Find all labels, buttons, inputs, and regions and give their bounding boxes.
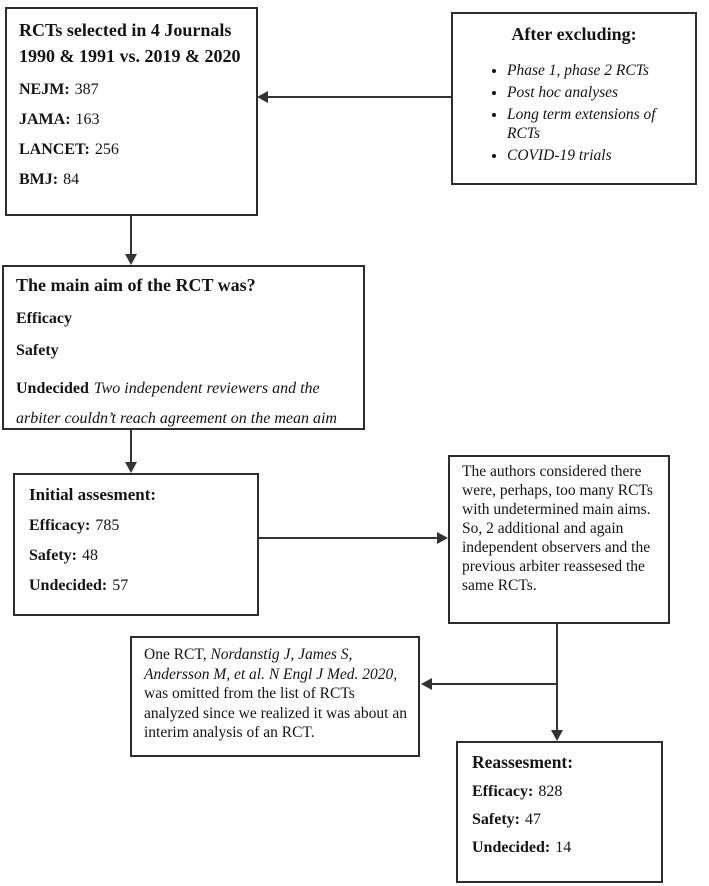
journals-title: RCTs selected in 4 Journals 1990 & 1991 … (19, 17, 244, 69)
reassesment-stat-efficacy: Efficacy:828 (472, 783, 647, 801)
stat-label: Efficacy: (29, 517, 91, 534)
arrow-journals-to-mainaim-head-icon (125, 254, 137, 265)
journal-stat-nejm: NEJM:387 (19, 81, 244, 99)
stat-value: 14 (555, 839, 572, 856)
arrow-authors-to-reassesment-line (556, 624, 558, 731)
arrow-mainaim-to-initial-head-icon (125, 462, 137, 473)
arrow-branch-to-omitted-line (432, 683, 558, 685)
reassesment-stat-safety: Safety:47 (472, 811, 647, 829)
omitted-rct-text: One RCT, Nordanstig J, James S, Andersso… (144, 645, 408, 743)
initial-stat-efficacy: Efficacy:785 (29, 517, 243, 535)
main-aim-box: The main aim of the RCT was? Efficacy Sa… (2, 265, 365, 430)
exclusion-item: Long term extensions of RCTs (507, 105, 685, 143)
reassesment-title: Reassesment: (472, 752, 574, 772)
stat-label: Safety: (472, 811, 520, 828)
stat-label: Efficacy: (472, 783, 534, 800)
stat-value: 48 (81, 547, 98, 564)
exclusion-item: Phase 1, phase 2 RCTs (507, 61, 685, 80)
main-aim-option-efficacy: Efficacy (16, 310, 72, 327)
stat-value: 47 (524, 811, 541, 828)
after-excluding-box: After excluding: Phase 1, phase 2 RCTs P… (451, 12, 697, 185)
journals-title-line1: RCTs selected in 4 Journals (19, 20, 232, 40)
undecided-note: Two independent reviewers and the arbite… (16, 380, 337, 427)
authors-note-line2: So, 2 additional and again independent o… (462, 520, 651, 594)
stat-value: 828 (538, 783, 563, 800)
arrow-excluding-to-journals-line (266, 96, 451, 98)
stat-value: 785 (95, 517, 120, 534)
journal-stat-bmj: BMJ:84 (19, 171, 244, 189)
exclusion-item: COVID-19 trials (507, 146, 685, 165)
omitted-prefix: One RCT, (144, 646, 211, 663)
journal-value: 256 (94, 141, 119, 159)
journal-label: BMJ: (19, 171, 59, 189)
initial-stat-undecided: Undecided:57 (29, 577, 243, 595)
reassesment-stat-undecided: Undecided:14 (472, 839, 647, 857)
stat-label: Undecided: (472, 839, 551, 856)
arrow-initial-to-authors-line (259, 537, 438, 539)
journal-stat-jama: JAMA:163 (19, 111, 244, 129)
omitted-suffix: was omitted from the list of RCTs analyz… (144, 685, 407, 741)
exclusion-item: Post hoc analyses (507, 83, 685, 102)
arrow-initial-to-authors-head-icon (437, 532, 448, 544)
arrow-authors-to-reassesment-head-icon (551, 730, 563, 741)
main-aim-title: The main aim of the RCT was? (16, 275, 256, 295)
after-excluding-title: After excluding: (511, 24, 637, 44)
journal-label: JAMA: (19, 111, 71, 129)
undecided-label: Undecided (16, 380, 89, 397)
arrow-journals-to-mainaim-line (130, 216, 132, 255)
exclusion-list: Phase 1, phase 2 RCTs Post hoc analyses … (463, 61, 685, 165)
journal-value: 163 (75, 111, 100, 129)
arrow-branch-to-omitted-head-icon (421, 678, 432, 690)
stat-value: 57 (112, 577, 129, 594)
journals-title-line2: 1990 & 1991 vs. 2019 & 2020 (19, 46, 241, 67)
initial-assesment-title: Initial assesment: (29, 485, 157, 504)
omitted-citation: Nordanstig J, James S, Andersson M, et a… (144, 646, 398, 683)
initial-assesment-box: Initial assesment: Efficacy:785 Safety:4… (13, 473, 259, 616)
arrow-excluding-to-journals-head-icon (257, 91, 268, 103)
reassesment-box: Reassesment: Efficacy:828 Safety:47 Unde… (456, 741, 663, 883)
journal-value: 387 (74, 81, 99, 99)
journal-label: NEJM: (19, 81, 70, 99)
initial-stat-safety: Safety:48 (29, 547, 243, 565)
journal-stat-lancet: LANCET:256 (19, 141, 244, 159)
journals-box: RCTs selected in 4 Journals 1990 & 1991 … (5, 7, 258, 216)
authors-note-line1: The authors considered there were, perha… (462, 463, 653, 518)
main-aim-option-safety: Safety (16, 342, 59, 359)
journal-value: 84 (63, 171, 80, 189)
arrow-mainaim-to-initial-line (130, 430, 132, 463)
stat-label: Safety: (29, 547, 77, 564)
journal-label: LANCET: (19, 141, 90, 159)
omitted-rct-box: One RCT, Nordanstig J, James S, Andersso… (130, 636, 420, 757)
authors-note-box: The authors considered there were, perha… (448, 455, 670, 624)
stat-label: Undecided: (29, 577, 108, 594)
